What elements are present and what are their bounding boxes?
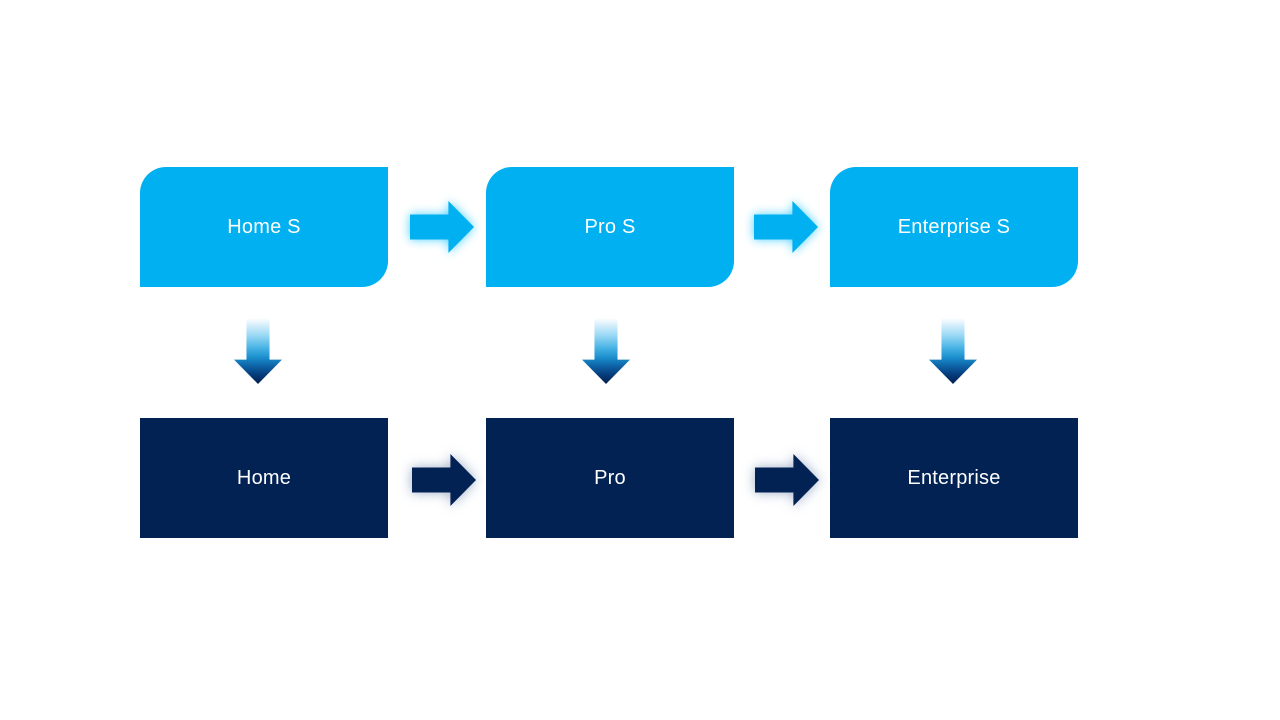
node-pro: Pro bbox=[486, 418, 734, 538]
right-arrow-icon bbox=[412, 454, 476, 506]
right-arrow-shape bbox=[410, 201, 474, 253]
right-arrow-icon bbox=[410, 201, 474, 253]
node-home: Home bbox=[140, 418, 388, 538]
right-arrow-shape bbox=[755, 454, 819, 506]
node-pro-s-label: Pro S bbox=[584, 215, 636, 238]
node-pro-label: Pro bbox=[594, 466, 626, 489]
node-enterprise-s-label: Enterprise S bbox=[897, 215, 1011, 238]
right-arrow-shape bbox=[754, 201, 818, 253]
node-pro-s: Pro S bbox=[486, 167, 734, 287]
node-enterprise-label: Enterprise bbox=[907, 466, 1001, 489]
right-arrow-icon bbox=[754, 201, 818, 253]
right-arrow-icon bbox=[755, 454, 819, 506]
node-enterprise-s: Enterprise S bbox=[830, 167, 1078, 287]
right-arrow-shape bbox=[412, 454, 476, 506]
node-home-label: Home bbox=[236, 466, 292, 489]
down-arrow-icon bbox=[929, 318, 977, 384]
node-home-s: Home S bbox=[140, 167, 388, 287]
down-arrow-icon bbox=[582, 318, 630, 384]
node-home-s-label: Home S bbox=[227, 215, 301, 238]
node-enterprise: Enterprise bbox=[830, 418, 1078, 538]
down-arrow-icon bbox=[234, 318, 282, 384]
